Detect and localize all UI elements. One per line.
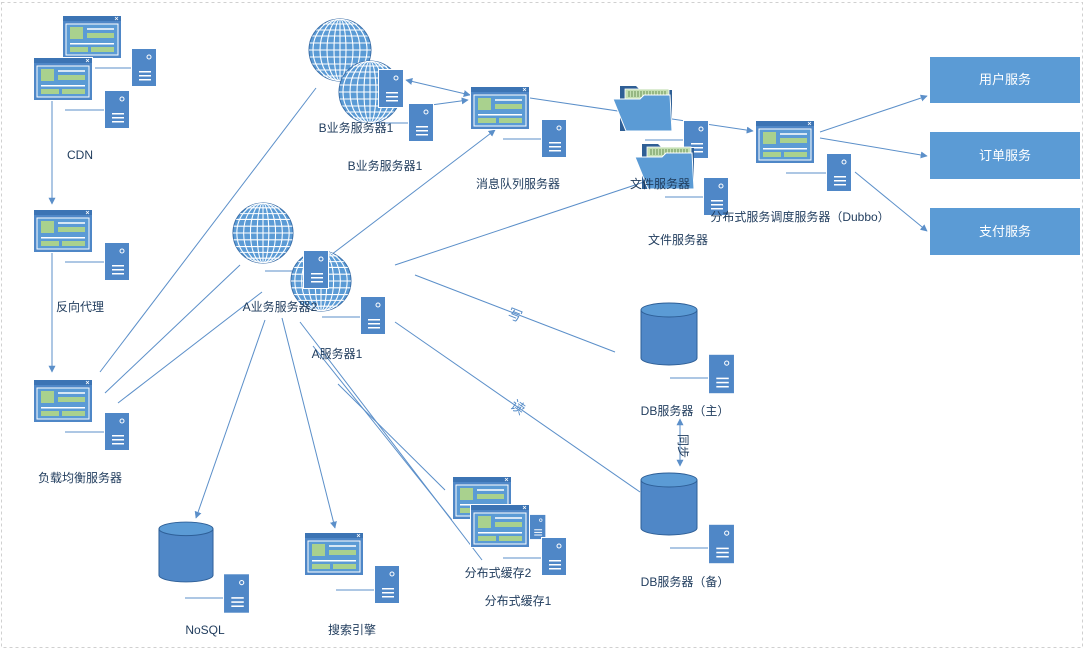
window-icon [470,504,530,548]
service-box-user: 用户服务 [930,57,1080,103]
service-box-order: 订单服务 [930,132,1080,179]
connector-lb-to-a-server-2 [117,291,263,404]
server-icon [529,514,546,540]
server-icon [104,90,130,129]
connector-mq-a-server [326,129,496,259]
db-master-label: DB服务器（主） [641,403,730,418]
connector-a-to-cache-2 [312,345,453,521]
connector-a-server-to-file-server [394,169,681,266]
connector-dubbo-to-order-service [819,137,928,159]
cache-2-label: 分布式缓存2 [465,566,532,580]
service-box-bg [930,57,1080,103]
connector-a-to-cache-1 [299,321,483,561]
reverse-proxy-node: 反向代理 [33,209,130,314]
nosql-label: NoSQL [185,623,225,637]
dubbo-label: 分布式服务调度服务器（Dubbo） [710,209,889,224]
cdn-node: CDN [33,15,157,162]
a-server-node: A业务服务器2 A服务器1 [232,202,386,361]
database-icon [640,302,698,366]
server-icon [374,565,400,604]
search-engine-label: 搜索引擎 [328,622,376,637]
file-server-node: 文件服务器 文件服务器 [612,85,729,247]
sync-label: 同步 [676,434,690,458]
a-server-1-label: A服务器1 [312,346,363,361]
folder-icon [612,85,673,132]
server-icon [708,353,735,395]
load-balancer-node: 负载均衡服务器 [33,379,130,485]
window-icon [62,15,122,59]
service-boxes: 用户服务 订单服务 支付服务 [930,57,1080,255]
server-icon [104,412,130,451]
connector-a-to-cache-3 [337,383,446,491]
window-icon [755,120,815,164]
read-label: 读 [508,396,529,417]
message-queue-node: 消息队列服务器 [470,86,567,191]
connector-dubbo-to-user-service [819,94,928,133]
cache-node: 分布式缓存2 分布式缓存1 [452,476,567,608]
message-queue-label: 消息队列服务器 [476,176,560,191]
service-box-bg [930,132,1080,179]
server-icon [378,69,404,108]
server-icon [360,296,386,335]
reverse-proxy-label: 反向代理 [56,299,104,314]
database-icon [158,521,214,583]
window-icon [33,209,93,253]
service-label: 订单服务 [979,148,1031,163]
connector-lb-to-b-server [99,87,317,373]
server-icon [303,250,329,289]
db-backup-node: DB服务器（备） [640,472,735,589]
file-server-label-bottom: 文件服务器 [648,232,708,247]
server-icon [131,48,157,87]
server-icon [104,242,130,281]
db-master-node: DB服务器（主） [640,302,735,418]
dubbo-node: 分布式服务调度服务器（Dubbo） [710,120,890,224]
b-server-label-bottom: B业务服务器1 [348,158,423,173]
connector-dubbo-to-payment-service [854,171,928,232]
search-engine-node: 搜索引擎 [304,532,400,637]
window-icon [33,57,93,101]
connectors [48,78,928,561]
service-label: 支付服务 [979,224,1031,239]
connector-b-server-mq-1 [405,78,471,97]
server-icon [408,103,434,142]
service-box-payment: 支付服务 [930,208,1080,255]
nosql-node: NoSQL [158,521,250,637]
a-server-2-label: A业务服务器2 [243,299,318,314]
globe-icon [232,202,294,264]
server-icon [826,153,852,192]
server-ticks [65,67,826,599]
service-box-bg [930,208,1080,255]
db-backup-label: DB服务器（备） [641,574,730,589]
server-icon [708,523,735,565]
load-balancer-label: 负载均衡服务器 [38,470,122,485]
server-icon [541,537,567,576]
cache-1-label: 分布式缓存1 [485,594,552,608]
file-server-label-top: 文件服务器 [630,176,690,191]
connector-write [414,274,616,353]
write-label: 写 [506,305,525,325]
service-label: 用户服务 [979,72,1031,87]
connector-a-to-nosql [194,319,266,519]
database-icon [640,472,698,536]
b-server-node: B业务服务器1 B业务服务器1 [308,18,434,173]
cdn-label: CDN [67,148,93,162]
connector-lb-to-a-server-1 [104,264,241,394]
window-icon [304,532,364,576]
connector-read [394,321,641,493]
server-icon [223,573,250,614]
b-server-label-top: B业务服务器1 [319,120,394,135]
window-icon [33,379,93,423]
server-icon [541,119,567,158]
window-icon [470,86,530,130]
connector-a-to-search [281,317,337,529]
